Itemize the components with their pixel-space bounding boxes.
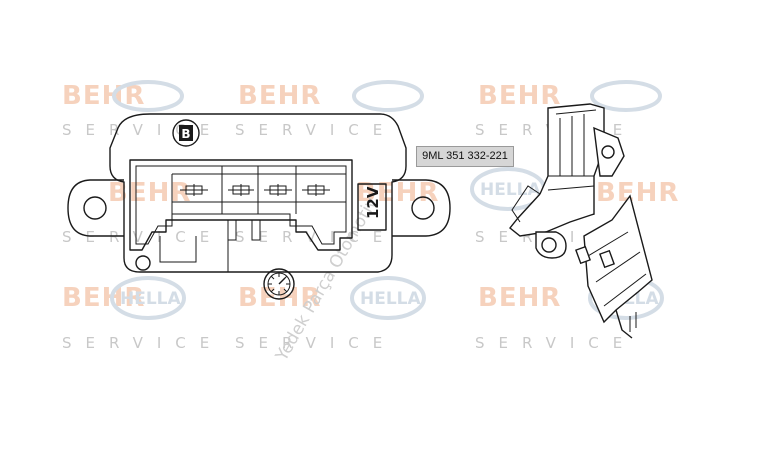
mounting-ear-right [392, 179, 451, 237]
resistor-front-view: B 12V [67, 113, 451, 300]
behr-watermark: BEHR [596, 178, 679, 208]
terminal-pins [180, 184, 330, 196]
service-watermark: SERVICE [62, 228, 223, 246]
hella-watermark-text: HELLA [480, 180, 542, 200]
mounting-hole-left [83, 196, 107, 220]
behr-watermark: BEHR [238, 283, 321, 313]
part-number-label: 9ML 351 332-221 [416, 146, 514, 167]
resistor-fin [583, 194, 653, 324]
hella-watermark [590, 80, 662, 112]
hella-watermark: HELLA [110, 276, 186, 320]
mounting-ear-left [67, 179, 124, 237]
voltage-marking: 12V [357, 183, 387, 231]
resistor-side-view [509, 103, 653, 339]
service-watermark: SERVICE [62, 334, 223, 352]
hella-watermark [352, 80, 424, 112]
service-watermark: SERVICE [475, 334, 636, 352]
connector-badge: B [172, 119, 200, 147]
behr-watermark: BEHR [62, 283, 145, 313]
behr-watermark: BEHR [238, 81, 321, 111]
mounting-hole-right [411, 196, 435, 220]
behr-watermark: BEHR [478, 81, 561, 111]
locator-hole [135, 255, 151, 271]
hella-watermark-text: HELLA [360, 289, 422, 309]
voltage-label: 12V [364, 186, 382, 219]
service-watermark: SERVICE [235, 121, 396, 139]
behr-watermark: BEHR [356, 178, 439, 208]
service-watermark: SERVICE [235, 334, 396, 352]
connector-badge-label: B [181, 127, 190, 141]
date-code-dial [263, 268, 295, 300]
hella-watermark-text: HELLA [120, 289, 182, 309]
behr-watermark: BEHR [108, 178, 191, 208]
behr-watermark: BEHR [478, 283, 561, 313]
behr-watermark: BEHR [62, 81, 145, 111]
hella-watermark [112, 80, 184, 112]
hella-watermark: HELLA [350, 276, 426, 320]
